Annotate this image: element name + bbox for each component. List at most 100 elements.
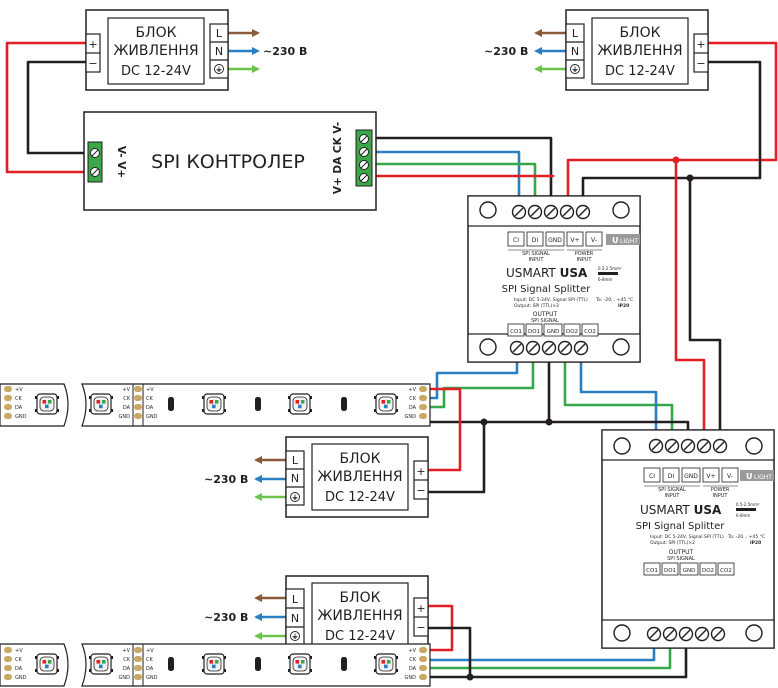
spi-splitter-2: CI DI GND V+ V- SPI SIGNAL INPUT POWER I… [601,429,775,649]
s1-brand: USMART USA [506,266,588,280]
strip1-midpad-gnd-l: GND [119,414,131,420]
s1-ci: CI [513,237,519,244]
strip1-pad-da: DA [15,405,23,411]
s2-co1: CO1 [646,568,658,574]
wire-s1-co1 [424,350,519,400]
earth-icon [570,64,580,74]
controller-output-terminals: V+ DA CK V- [332,122,344,194]
strip2-midpad-ck-l: CK [123,657,130,663]
s1-strip-length: 6-8mm [598,277,612,282]
strip2-endpad-da: DA [409,666,417,672]
strip2-pad-v: +V [15,648,23,654]
resistor-icon [255,657,261,671]
strip1-midpad-v-l: +V [122,387,130,393]
led-strip-2: +V CK DA GND +V CK DA GND +V CK DA GND +… [0,643,431,687]
s2-brand: USMART USA [640,503,722,517]
wire-ctrl-ck [370,150,521,208]
strip2-midpad-gnd-l: GND [119,675,131,681]
junction-dots [466,156,694,681]
wire-psu2-plus [674,41,778,162]
strip1-pad-gnd: GND [15,414,27,420]
s1-gnd: GND [548,237,562,244]
s2-co2: CO2 [720,568,732,574]
psu3-title-line1: БЛОК [339,451,380,467]
s2-vplus: V+ [706,473,715,480]
s2-output: OUTPUT [669,549,694,556]
s1-output: OUTPUT [533,311,558,318]
led-chip-icon [88,393,114,415]
ulight-logo [740,470,774,481]
psu2-minus-label: − [696,57,705,70]
strip1-endpad-ck: CK [409,396,416,402]
s2-spec-2: Output: SPI (TTL)×2 [650,540,695,546]
psu3-title-line2: ЖИВЛЕННЯ [317,469,402,485]
s1-di: DI [532,237,539,244]
psu3-voltage: DC 12-24V [325,490,395,505]
s1-power: POWER [575,251,594,257]
strip2-midpad-gnd-r: GND [146,675,158,681]
wire-s1-vplus [566,158,678,208]
ulight-logo-u: U [746,472,753,481]
psu3-n-label: N [291,472,299,485]
strip1-pad-v: +V [15,387,23,393]
strip1-pads-left: +V CK DA GND [4,386,27,420]
strip2-endpad-gnd: GND [405,675,417,681]
resistor-icon [341,657,347,671]
s1-ip: IP20 [618,303,629,309]
strip2-midpad-da-l: DA [123,666,131,672]
psu1-voltage: DC 12-24V [121,64,191,79]
s1-do2: DO2 [566,329,578,335]
led-chip-icon [373,653,399,675]
psu4-title-line2: ЖИВЛЕННЯ [317,608,402,624]
strip1-pads-right: +V CK DA GND [405,386,427,420]
s1-spi-signal: SPI SIGNAL [522,251,550,257]
s1-spec-1: Input: DC 5-24V, Signal SPI (TTL) [514,297,588,303]
wire-s1-co2 [579,350,658,442]
led-chip-icon [34,653,60,675]
ulight-logo [606,234,640,245]
s1-co2: CO2 [584,329,596,335]
s2-di: DI [668,473,675,480]
wire-s2-gnd [424,636,688,679]
wire-s2-vplus [674,158,706,442]
s1-spec-2: Output: SPI (TTL)×2 [514,303,559,309]
strip2-pads-right: +V CK DA GND [405,647,427,681]
strip2-pad-gnd: GND [15,675,27,681]
wire-psu1-plus [5,41,90,174]
led-chip-icon [287,653,313,675]
strip1-midpad-ck-r: CK [146,396,153,402]
wire-psu4-minus [426,626,472,679]
power-supply-3: L N БЛОК ЖИВЛЕННЯ DC 12-24V + − ~230 В [204,436,429,518]
led-chip-icon [88,653,114,675]
strip1-endpad-da: DA [409,405,417,411]
wire-strip1-vplus [424,387,462,472]
wire-psu1-minus [26,60,90,155]
s1-product: SPI Signal Splitter [502,284,592,295]
wire-ctrl-vminus [370,136,553,208]
psu3-plus-label: + [416,465,425,478]
s1-power-input: INPUT [577,257,593,263]
wire-psu3-minus [426,420,486,494]
strip2-midpad-ck-r: CK [146,657,153,663]
psu4-voltage: DC 12-24V [325,629,395,644]
psu3-mains-label: ~230 В [204,473,248,486]
resistor-icon [168,657,174,671]
splitter1-input-terminal-labels: CI DI GND V+ V- [507,231,603,247]
spi-splitter-1: CI DI GND V+ V- SPI SIGNAL INPUT POWER I… [467,195,641,363]
led-chip-icon [201,393,227,415]
strip1-midpad-gnd-r: GND [146,414,158,420]
s2-wire-spec: 0.5-2.5mm² [736,502,760,507]
led-chip-icon [373,393,399,415]
controller-power-terminals: V- V+ [115,146,127,178]
s2-strip-length: 6-8mm [736,513,750,518]
psu4-l-label: L [292,593,299,606]
psu1-plus-label: + [88,38,97,51]
psu1-minus-label: − [88,57,97,70]
ulight-logo-text: LIGHT [620,238,638,245]
earth-icon [214,64,224,74]
s1-vminus: V- [591,237,597,244]
s2-power-input: INPUT [713,493,729,499]
s2-input: INPUT [665,493,681,499]
controller-title: SPI КОНТРОЛЕР [151,151,305,173]
